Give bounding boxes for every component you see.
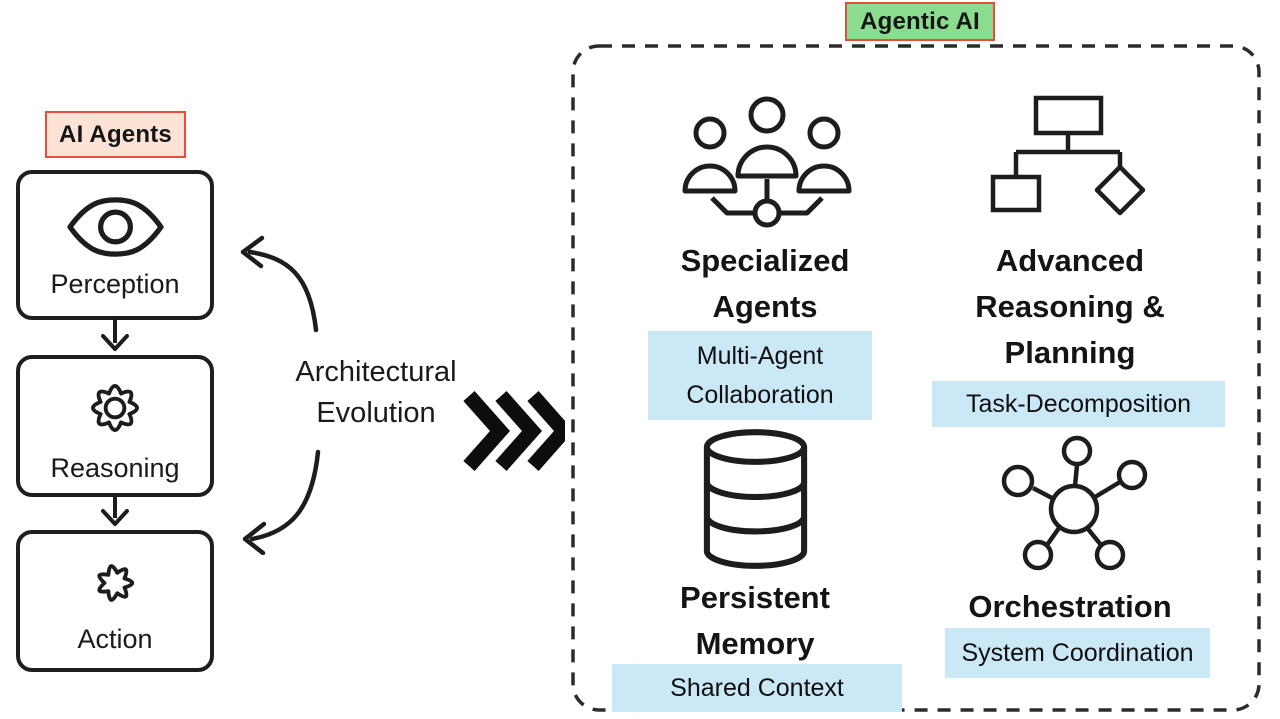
curved-arrow-to-action-icon [242, 449, 321, 555]
capability-title-orchestration: Orchestration [968, 589, 1172, 624]
capability-title-specialized-agents: Specialized Agents [680, 243, 850, 324]
capability-tag-multi-agent-collaboration: Multi-Agent Collaboration [648, 331, 872, 420]
database-icon [703, 429, 808, 569]
triple-chevron-right-icon [463, 391, 565, 471]
capability-title-persistent-memory: Persistent Memory [680, 580, 830, 661]
capability-title-advanced-reasoning-planning: Advanced Reasoning & Planning [975, 243, 1165, 370]
stage-label-action: Action [77, 623, 153, 654]
multi-agent-group-icon [682, 96, 852, 228]
gear-icon [91, 383, 139, 432]
down-arrow-icon [101, 495, 129, 526]
agentic-ai-dashed-border [571, 44, 1261, 712]
action-box: Action [16, 530, 214, 672]
transition-label: Architectural Evolution [295, 356, 457, 430]
stage-label-reasoning: Reasoning [50, 452, 180, 483]
stage-label-perception: Perception [50, 268, 180, 299]
down-arrow-icon [101, 318, 129, 351]
curved-arrow-to-perception-icon [240, 235, 319, 333]
hierarchy-flowchart-icon [990, 95, 1146, 216]
eye-icon [66, 196, 164, 257]
agentic-ai-label: Agentic AI [845, 2, 995, 41]
ai-agents-label: AI Agents [45, 111, 186, 158]
capability-tag-shared-context: Shared Context [612, 664, 902, 712]
capability-tag-system-coordination: System Coordination [945, 628, 1210, 678]
reasoning-box: Reasoning [16, 355, 214, 497]
perception-box: Perception [16, 170, 214, 320]
capability-tag-task-decomposition: Task-Decomposition [932, 381, 1225, 427]
feedback-arrows [240, 235, 321, 555]
cloud-icon [97, 563, 135, 602]
network-hub-icon [1001, 435, 1148, 571]
